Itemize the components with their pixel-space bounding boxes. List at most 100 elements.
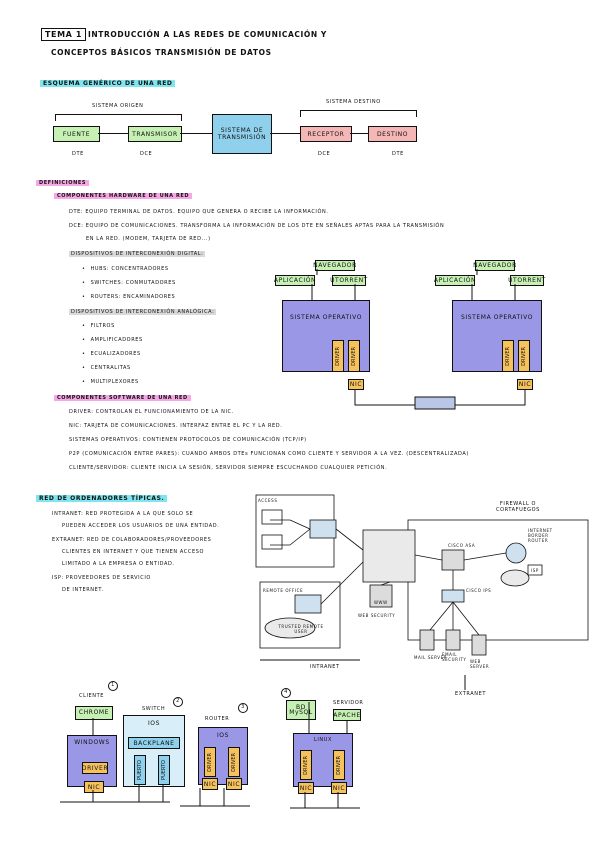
navegador-box: NAVEGADOR [313, 260, 357, 271]
intranet-label: INTRANET [310, 664, 340, 670]
definiciones-heading-text: DEFINICIONES [36, 180, 90, 186]
driver-box-2: DRIVER [518, 340, 530, 372]
sw-item: CLIENTE/SERVIDOR: CLIENTE INICIA LA SESI… [69, 465, 388, 471]
digital-heading: DISPOSITIVOS DE INTERCONEXIÓN DIGITAL: [69, 251, 206, 257]
so-box: SISTEMA OPERATIVO [452, 300, 542, 372]
linux-label: LINUX [313, 737, 333, 743]
so-label: SISTEMA OPERATIVO [460, 314, 534, 321]
firewall-label: FIREWALL O CORTAFUEGOS [496, 501, 540, 513]
aplicacion-box: APLICACIÓN [273, 275, 317, 286]
sw-item: P2P (COMUNICACIÓN ENTRE PARES): CUANDO A… [69, 451, 469, 457]
nic-box: NIC [226, 778, 242, 790]
ios-label: IOS [216, 732, 230, 739]
isp-line: DE INTERNET. [62, 587, 104, 593]
www-label: WWW [374, 600, 388, 605]
utorrent-box: UTORRENT [508, 275, 546, 286]
marker-3: 3 [238, 703, 248, 713]
arrow-1 [98, 133, 128, 134]
cloud-icon [500, 569, 530, 587]
analog-heading: DISPOSITIVOS DE INTERCONEXIÓN ANALÓGICA: [69, 309, 217, 315]
ios-label: IOS [147, 720, 161, 727]
isp-box [527, 564, 543, 576]
linux-driver-2: DRIVER [333, 750, 345, 780]
cloud-icon [264, 617, 316, 639]
dte-definition: DTE: EQUIPO TERMINAL DE DATOS. EQUIPO QU… [69, 209, 329, 215]
dce-label-2: DCE [318, 151, 331, 157]
web-server-label: WEB SERVER [470, 659, 490, 669]
backplane-box: BACKPLANE [128, 737, 180, 749]
arrow-3 [270, 133, 300, 134]
list-item: FILTROS [82, 323, 143, 337]
driver-box-1: DRIVER [332, 340, 344, 372]
so-label: SISTEMA OPERATIVO [289, 314, 363, 321]
host-right: NAVEGADOR APLICACIÓN UTORRENT SISTEMA OP… [430, 255, 550, 400]
mail-server-label: MAIL SERVER [414, 655, 448, 660]
sw-heading-text: COMPONENTES SOFTWARE DE UNA RED [54, 395, 191, 401]
web-security-label: WEB SECURITY [358, 613, 396, 618]
analog-heading-text: DISPOSITIVOS DE INTERCONEXIÓN ANALÓGICA: [69, 309, 217, 315]
linux-driver-1: DRIVER [300, 750, 312, 780]
driver-box-1: DRIVER [502, 340, 514, 372]
definiciones-heading: DEFINICIONES [36, 180, 90, 186]
destino-box: DESTINO [368, 126, 417, 142]
switch-box: IOS [123, 715, 185, 787]
laptop-icon [261, 534, 283, 550]
web-server-icon [471, 634, 487, 656]
windows-box: WINDOWS [67, 735, 117, 787]
list-item: CENTRALITAS [82, 365, 143, 379]
topic-tag: TEMA 1 [41, 28, 87, 41]
sw-item: DRIVER: CONTROLAN EL FUNCIONAMIENTO DE L… [69, 409, 234, 415]
list-item: MULTIPLEXORES [82, 379, 143, 393]
list-item: HUBS: CONCENTRADORES [82, 266, 176, 280]
dce-label-1: DCE [140, 151, 153, 157]
list-item: AMPLIFICADORES [82, 337, 143, 351]
extranet-line: CLIENTES EN INTERNET Y QUE TIENEN ACCESO [62, 549, 205, 555]
cisco-asa-label: CISCO ASA [448, 543, 476, 548]
sistema-box: SISTEMA DE TRANSMISIÓN [212, 114, 272, 154]
aplicacion-box: APLICACIÓN [433, 275, 477, 286]
marker-1: 1 [108, 681, 118, 691]
dce-definition-1: DCE: EQUIPO DE COMUNICACIONES. TRANSFORM… [69, 223, 445, 229]
email-security-label: EMAIL SECURITY [442, 652, 467, 662]
core-switch [362, 529, 416, 583]
esquema-heading-text: ESQUEMA GENÉRICO DE UNA RED [40, 80, 176, 87]
navegador-box: NAVEGADOR [473, 260, 517, 271]
switch-icon [294, 594, 322, 614]
arrow-4 [350, 133, 368, 134]
hw-heading: COMPONENTES HARDWARE DE UNA RED [54, 193, 193, 199]
nic-box: NIC [84, 781, 104, 793]
sw-heading: COMPONENTES SOFTWARE DE UNA RED [54, 395, 191, 401]
red-heading: RED DE ORDENADORES TÍPICAS. [36, 495, 168, 503]
puerto-box-2: PUERTO [158, 755, 170, 785]
bd-label: BD [296, 704, 306, 711]
router-label: ROUTER [205, 716, 230, 722]
arrow-2 [180, 133, 212, 134]
intranet-line: INTRANET: RED PROTEGIDA A LA QUE SOLO SE [52, 511, 194, 517]
remote-office-label: REMOTE OFFICE [263, 588, 304, 593]
dte-label-2: DTE [392, 151, 404, 157]
email-security-icon [445, 629, 461, 651]
mail-server-icon [419, 629, 435, 651]
dest-bracket [300, 110, 417, 117]
cisco-ips-label: CISCO IPS [466, 588, 492, 593]
trusted-label: TRUSTED REMOTE USER [278, 624, 324, 634]
title-line-1: INTRODUCCIÓN A LAS REDES DE COMUNICACIÓN… [88, 30, 327, 39]
origin-label: SISTEMA ORIGEN [92, 103, 144, 109]
driver-box: DRIVER [82, 762, 108, 774]
marker-4: 4 [281, 688, 291, 698]
router-icon [505, 542, 527, 564]
fuente-box: FUENTE [53, 126, 100, 142]
sw-item: SISTEMAS OPERATIVOS: CONTIENEN PROTOCOLO… [69, 437, 307, 443]
host-left: NAVEGADOR APLICACIÓN UTORRENT SISTEMA OP… [270, 255, 380, 400]
hw-heading-text: COMPONENTES HARDWARE DE UNA RED [54, 193, 193, 199]
dce-definition-2: EN LA RED. (MODEM, TARJETA DE RED...) [86, 236, 211, 242]
intranet-def: INTRANET: RED PROTEGIDA A LA QUE SOLO SE… [52, 511, 219, 599]
dest-label: SISTEMA DESTINO [326, 99, 381, 105]
digital-heading-text: DISPOSITIVOS DE INTERCONEXIÓN DIGITAL: [69, 251, 206, 257]
internet-router-label: INTERNET BORDER ROUTER [528, 528, 553, 543]
extranet-label: EXTRANET [455, 691, 486, 697]
chrome-box: CHROME [75, 706, 113, 720]
digital-list: HUBS: CONCENTRADORES SWITCHES: CONMUTADO… [82, 266, 176, 308]
nic-box: NIC [348, 379, 364, 390]
analog-list: FILTROS AMPLIFICADORES ECUALIZADORES CEN… [82, 323, 143, 393]
